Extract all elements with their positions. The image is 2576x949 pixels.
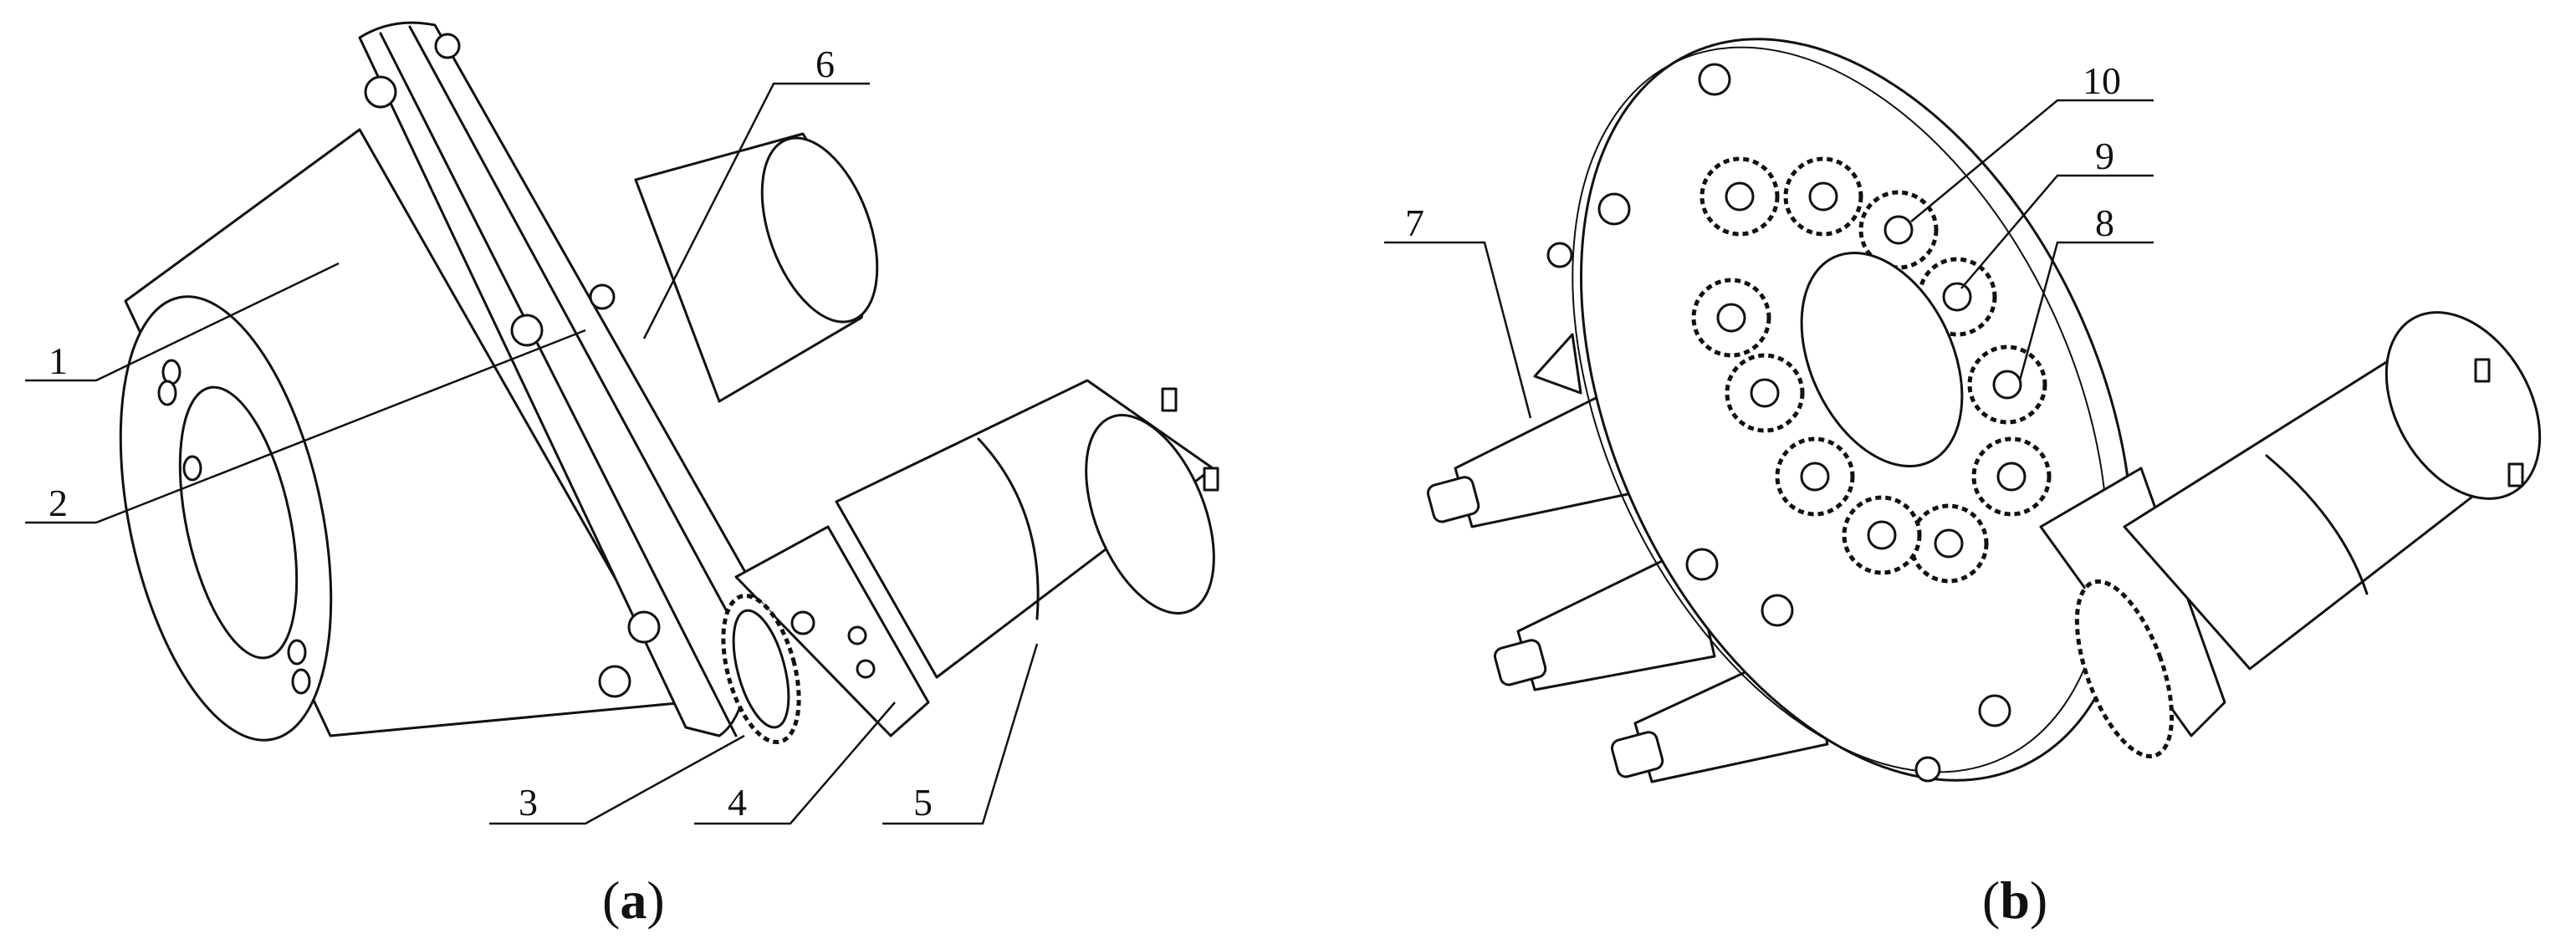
- drive-motor: [835, 379, 1219, 679]
- part-label-3: 3: [519, 781, 538, 824]
- part-label-7: 7: [1405, 202, 1424, 244]
- flange-bolt: [510, 314, 544, 347]
- disc-bolt: [1978, 694, 2011, 727]
- disc-bolt: [1698, 63, 1731, 96]
- panel-a-drawing: 1 2 3 4 5 6: [25, 21, 1219, 825]
- leader-6: [642, 82, 870, 339]
- leader-2: [25, 329, 586, 524]
- leader-10: [1910, 99, 2154, 222]
- motor-terminal: [1161, 387, 1178, 412]
- part-label-1: 1: [49, 339, 68, 382]
- disc-bolt: [1761, 594, 1794, 627]
- flange-bolt: [364, 75, 397, 109]
- mounting-flange: [358, 21, 754, 737]
- leader-1: [25, 262, 340, 382]
- caption-a-letter: a: [620, 870, 647, 930]
- leader-5: [882, 643, 1039, 825]
- motor-terminal: [2474, 358, 2491, 383]
- cone-body: [119, 128, 687, 742]
- caption-b-open: (: [1982, 870, 2001, 930]
- flange-bolt: [627, 610, 661, 644]
- caption-a-close: ): [647, 870, 665, 930]
- caption-b: (b): [1982, 870, 2047, 931]
- leader-4: [694, 702, 896, 825]
- pinion-gear: [721, 593, 801, 745]
- part-label-9: 9: [2095, 135, 2114, 177]
- disc-bolt: [1685, 548, 1719, 581]
- disc-bolt: [1546, 242, 1573, 268]
- flange-bolt: [589, 283, 616, 310]
- flange-bolt: [598, 665, 631, 698]
- part-label-10: 10: [2083, 59, 2121, 102]
- motor-bracket: [734, 525, 930, 737]
- part-label-2: 2: [49, 482, 68, 524]
- leader-3: [489, 734, 745, 825]
- leader-8: [2018, 241, 2154, 381]
- part-label-5: 5: [913, 781, 933, 824]
- motor-terminal: [1203, 467, 1219, 492]
- part-label-4: 4: [728, 781, 747, 824]
- caption-a: (a): [602, 870, 665, 931]
- caption-b-letter: b: [2000, 870, 2030, 930]
- drive-bracket: [2039, 467, 2226, 759]
- flange-bolt: [434, 33, 461, 59]
- leader-7: [1384, 241, 1532, 419]
- motor-terminal: [2507, 462, 2524, 487]
- leader-9: [1960, 174, 2154, 289]
- caption-a-open: (: [602, 870, 621, 930]
- disc-bolt: [1597, 192, 1631, 226]
- drive-motor-b: [2123, 311, 2542, 671]
- planetary-gears: [1691, 156, 2052, 584]
- part-label-6: 6: [815, 43, 835, 85]
- part-label-8: 8: [2095, 202, 2114, 244]
- center-bore: [1800, 251, 1964, 468]
- disc-bolt: [1914, 756, 1941, 783]
- upper-cylinder: [634, 132, 879, 403]
- caption-b-close: ): [2029, 870, 2048, 930]
- panel-b-drawing: 7 8 9 10: [1384, 38, 2542, 783]
